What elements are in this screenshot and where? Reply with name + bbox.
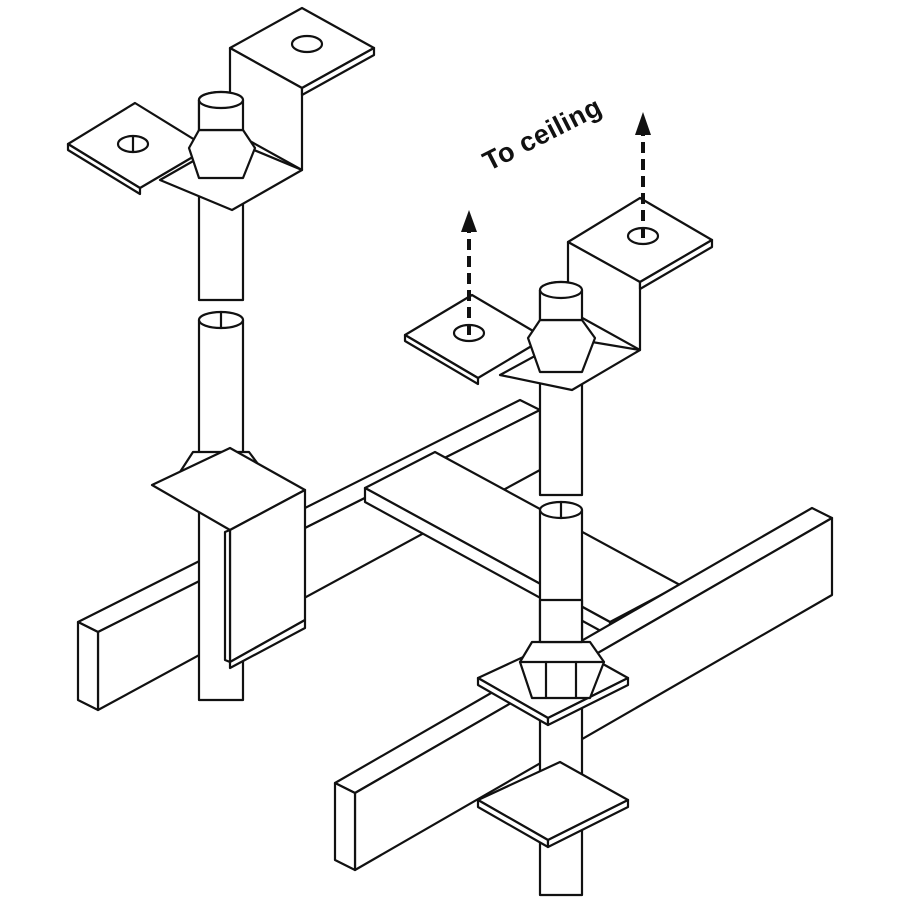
right-hex-nut	[518, 598, 606, 700]
left-z-bracket	[66, 6, 376, 212]
to-ceiling-arrow-left	[461, 210, 477, 335]
right-top-nut	[526, 280, 597, 374]
right-bottom-washer	[476, 760, 630, 849]
to-ceiling-arrow-right	[635, 112, 651, 238]
left-u-clip	[150, 446, 307, 670]
left-top-nut	[187, 90, 257, 180]
